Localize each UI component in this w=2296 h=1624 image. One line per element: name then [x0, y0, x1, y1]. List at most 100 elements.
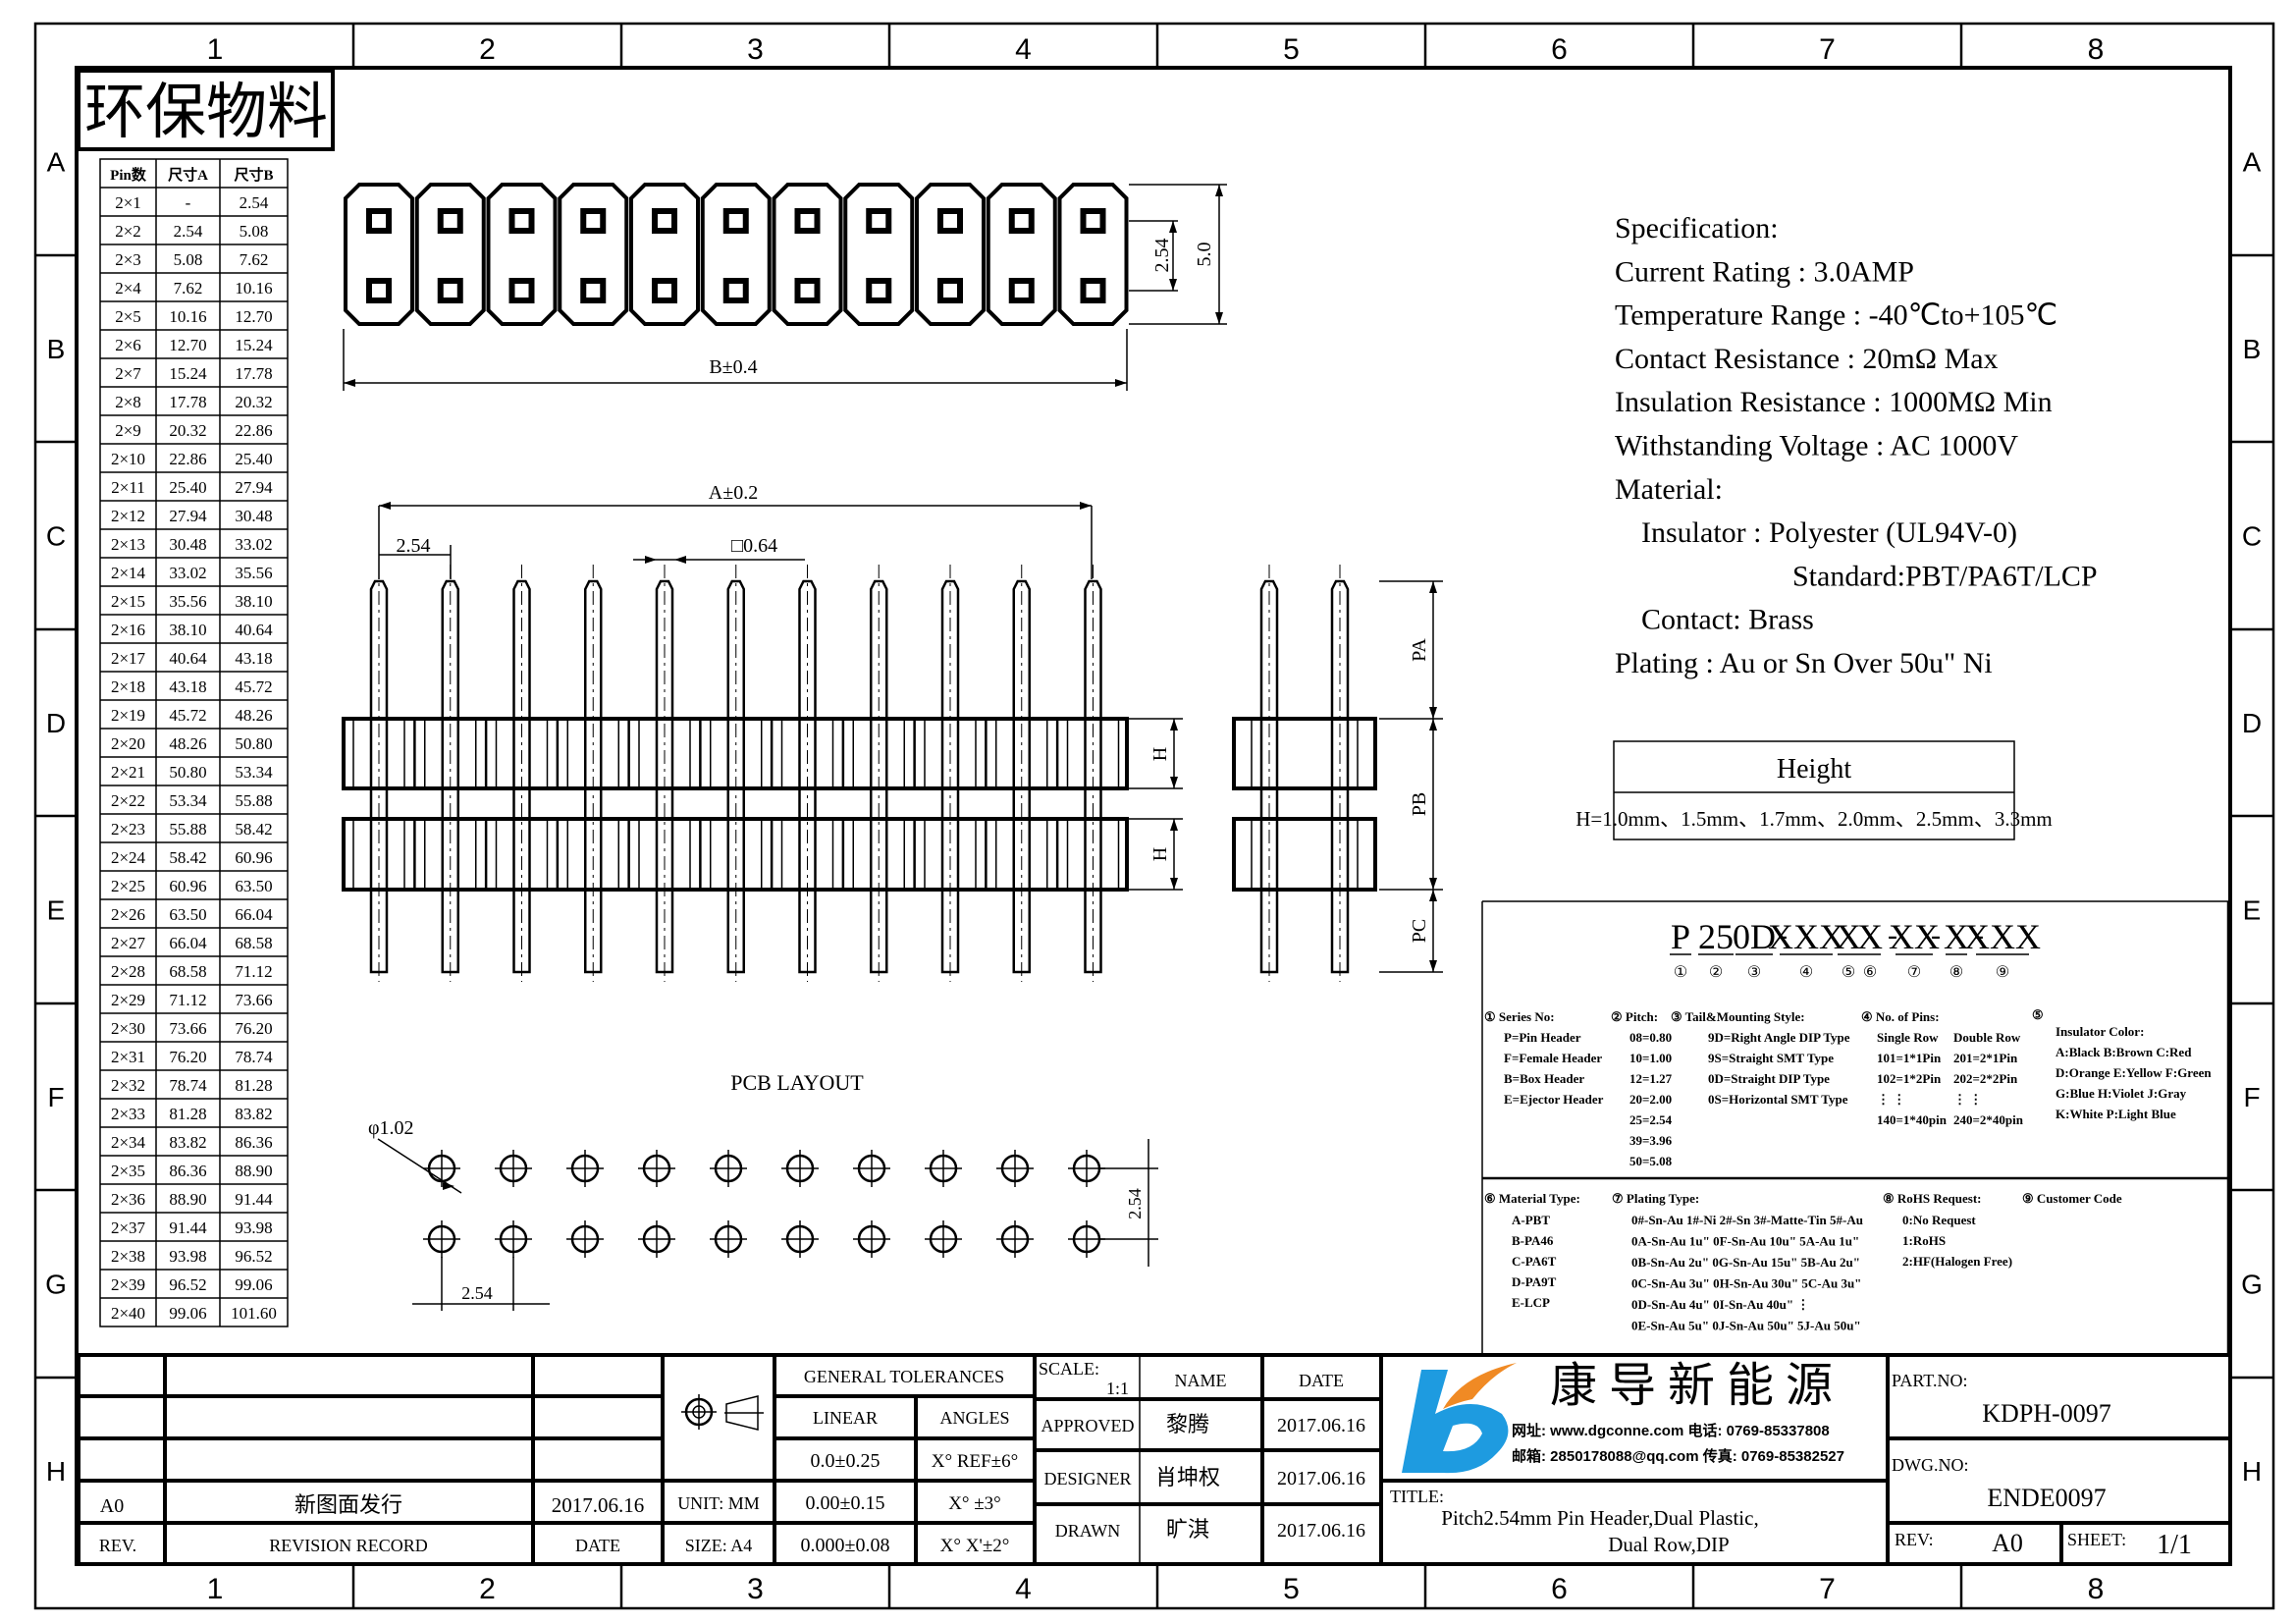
- zone-column-label: 1: [207, 1573, 224, 1605]
- table-cell-a: 60.96: [169, 877, 206, 895]
- table-cell-pins: 2×22: [111, 791, 145, 810]
- part-code-index: ⑥: [1863, 964, 1877, 981]
- table-cell-pins: 2×27: [111, 934, 146, 952]
- part-code-segment: 0D: [1733, 917, 1776, 956]
- dim-pb-label: PB: [1409, 792, 1430, 816]
- zone-row-label: B: [2243, 334, 2262, 364]
- table-cell-pins: 2×29: [111, 991, 145, 1009]
- rev-value: A0: [100, 1495, 124, 1517]
- table-cell-a: 63.50: [169, 905, 206, 924]
- table-cell-b: 88.90: [235, 1162, 272, 1180]
- table-cell-pins: 2×19: [111, 706, 145, 725]
- legend-single-row: Single Row: [1877, 1030, 1939, 1045]
- legend-plating-item: 0D-Sn-Au 4u" 0I-Sn-Au 40u" ⋮: [1631, 1297, 1809, 1312]
- legend-pitch-item: 50=5.08: [1629, 1154, 1673, 1168]
- table-cell-b: 50.80: [235, 734, 272, 753]
- rev-no-label: REV:: [1895, 1530, 1934, 1549]
- drawing-title-line-2: Dual Row,DIP: [1608, 1533, 1729, 1556]
- dim-height-label: 5.0: [1194, 243, 1215, 267]
- legend-color-item: A:Black B:Brown C:Red: [2056, 1045, 2192, 1059]
- table-cell-pins: 2×5: [115, 307, 141, 326]
- dimension-arrow: [1215, 185, 1223, 196]
- legend-material-item: A-PBT: [1512, 1213, 1550, 1227]
- table-cell-a: 38.10: [169, 621, 206, 639]
- table-cell-pins: 2×20: [111, 734, 145, 753]
- dimension-arrow: [1429, 719, 1437, 731]
- table-cell-pins: 2×3: [115, 250, 141, 269]
- drawing-title-line-1: Pitch2.54mm Pin Header,Dual Plastic,: [1441, 1506, 1758, 1530]
- rev-date: 2017.06.16: [552, 1493, 645, 1517]
- dimension-arrow: [1169, 279, 1177, 291]
- hole-diameter-label: φ1.02: [368, 1117, 414, 1139]
- zone-column-label: 8: [2088, 33, 2105, 66]
- table-cell-pins: 2×25: [111, 877, 145, 895]
- table-cell-a: 45.72: [169, 706, 206, 725]
- part-code-index: ④: [1799, 964, 1813, 981]
- table-cell-pins: 2×9: [115, 421, 141, 440]
- part-code-segment: X: [1944, 917, 1969, 956]
- dimension-arrow: [1429, 890, 1437, 901]
- pin: [1084, 579, 1102, 974]
- zone-column-label: 7: [1819, 33, 1836, 66]
- table-cell-b: 63.50: [235, 877, 272, 895]
- table-cell-a: 96.52: [169, 1275, 206, 1294]
- table-cell-b: 66.04: [235, 905, 273, 924]
- table-outline: [99, 158, 289, 1327]
- table-cell-b: 27.94: [235, 478, 273, 497]
- dimension-arrow: [443, 1182, 454, 1190]
- table-cell-b: 22.86: [235, 421, 272, 440]
- legend-series-item: B=Box Header: [1504, 1071, 1584, 1086]
- part-code-index: ⑦: [1907, 964, 1921, 981]
- part-code-segment: P: [1671, 917, 1690, 956]
- housing-cell: [1057, 183, 1129, 326]
- dim-pitch-label: 2.54: [397, 535, 431, 557]
- zone-column-label: 3: [747, 1573, 764, 1605]
- legend-material-item: E-LCP: [1512, 1295, 1550, 1310]
- table-cell-b: 81.28: [235, 1076, 272, 1095]
- table-cell-a: 43.18: [169, 677, 206, 696]
- spec-material: Material:: [1615, 473, 1723, 506]
- table-cell-a: 58.42: [169, 848, 206, 867]
- pin-square: [366, 278, 392, 303]
- dwg-no-label: DWG.NO:: [1892, 1455, 1969, 1475]
- designer-name: 肖坤权: [1155, 1465, 1220, 1489]
- eco-label: 环保物料: [84, 80, 328, 146]
- table-cell-a: 55.88: [169, 820, 206, 839]
- zone-row-label: F: [2243, 1082, 2260, 1112]
- table-cell-b: 25.40: [235, 450, 272, 468]
- table-cell-b: 60.96: [235, 848, 272, 867]
- table-cell-a: 2.54: [174, 222, 203, 241]
- spec-standard: Standard:PBT/PA6T/LCP: [1792, 560, 2098, 592]
- legend-pitch-item: 12=1.27: [1629, 1071, 1673, 1086]
- dimension-arrow: [645, 556, 657, 564]
- drawn-label: DRAWN: [1055, 1521, 1121, 1541]
- legend-color-index: ⑤: [2032, 1007, 2044, 1022]
- part-no-label: PART.NO:: [1892, 1371, 1967, 1390]
- dimension-arrow: [1169, 221, 1177, 233]
- pin-square: [580, 278, 607, 303]
- legend-double-row: ⋮ ⋮: [1953, 1092, 1982, 1107]
- dimension-arrow: [1170, 719, 1178, 731]
- projection-symbol-icon: [724, 1395, 764, 1431]
- table-cell-b: 53.34: [235, 763, 273, 782]
- table-cell-pins: 2×34: [111, 1133, 146, 1152]
- part-code-index: ①: [1674, 964, 1687, 981]
- table-cell-pins: 2×32: [111, 1076, 145, 1095]
- dimension-arrow: [344, 379, 355, 387]
- legend-series-item: F=Female Header: [1504, 1051, 1602, 1065]
- pin: [655, 579, 674, 974]
- dimension-arrow: [674, 556, 686, 564]
- dimension-arrow: [379, 502, 391, 510]
- table-cell-b: 68.58: [235, 934, 272, 952]
- angle-tolerance: X° X'±2°: [940, 1536, 1010, 1556]
- table-cell-pins: 2×8: [115, 393, 141, 411]
- pin-square: [652, 278, 677, 303]
- legend-color-item: K:White P:Light Blue: [2056, 1107, 2176, 1121]
- housing-cell: [700, 183, 772, 326]
- table-cell-a: 40.64: [169, 649, 207, 668]
- table-cell-pins: 2×35: [111, 1162, 145, 1180]
- table-cell-a: 5.08: [174, 250, 203, 269]
- housing-cell: [344, 183, 414, 326]
- housing-cell: [629, 183, 700, 326]
- pin-square: [722, 208, 749, 234]
